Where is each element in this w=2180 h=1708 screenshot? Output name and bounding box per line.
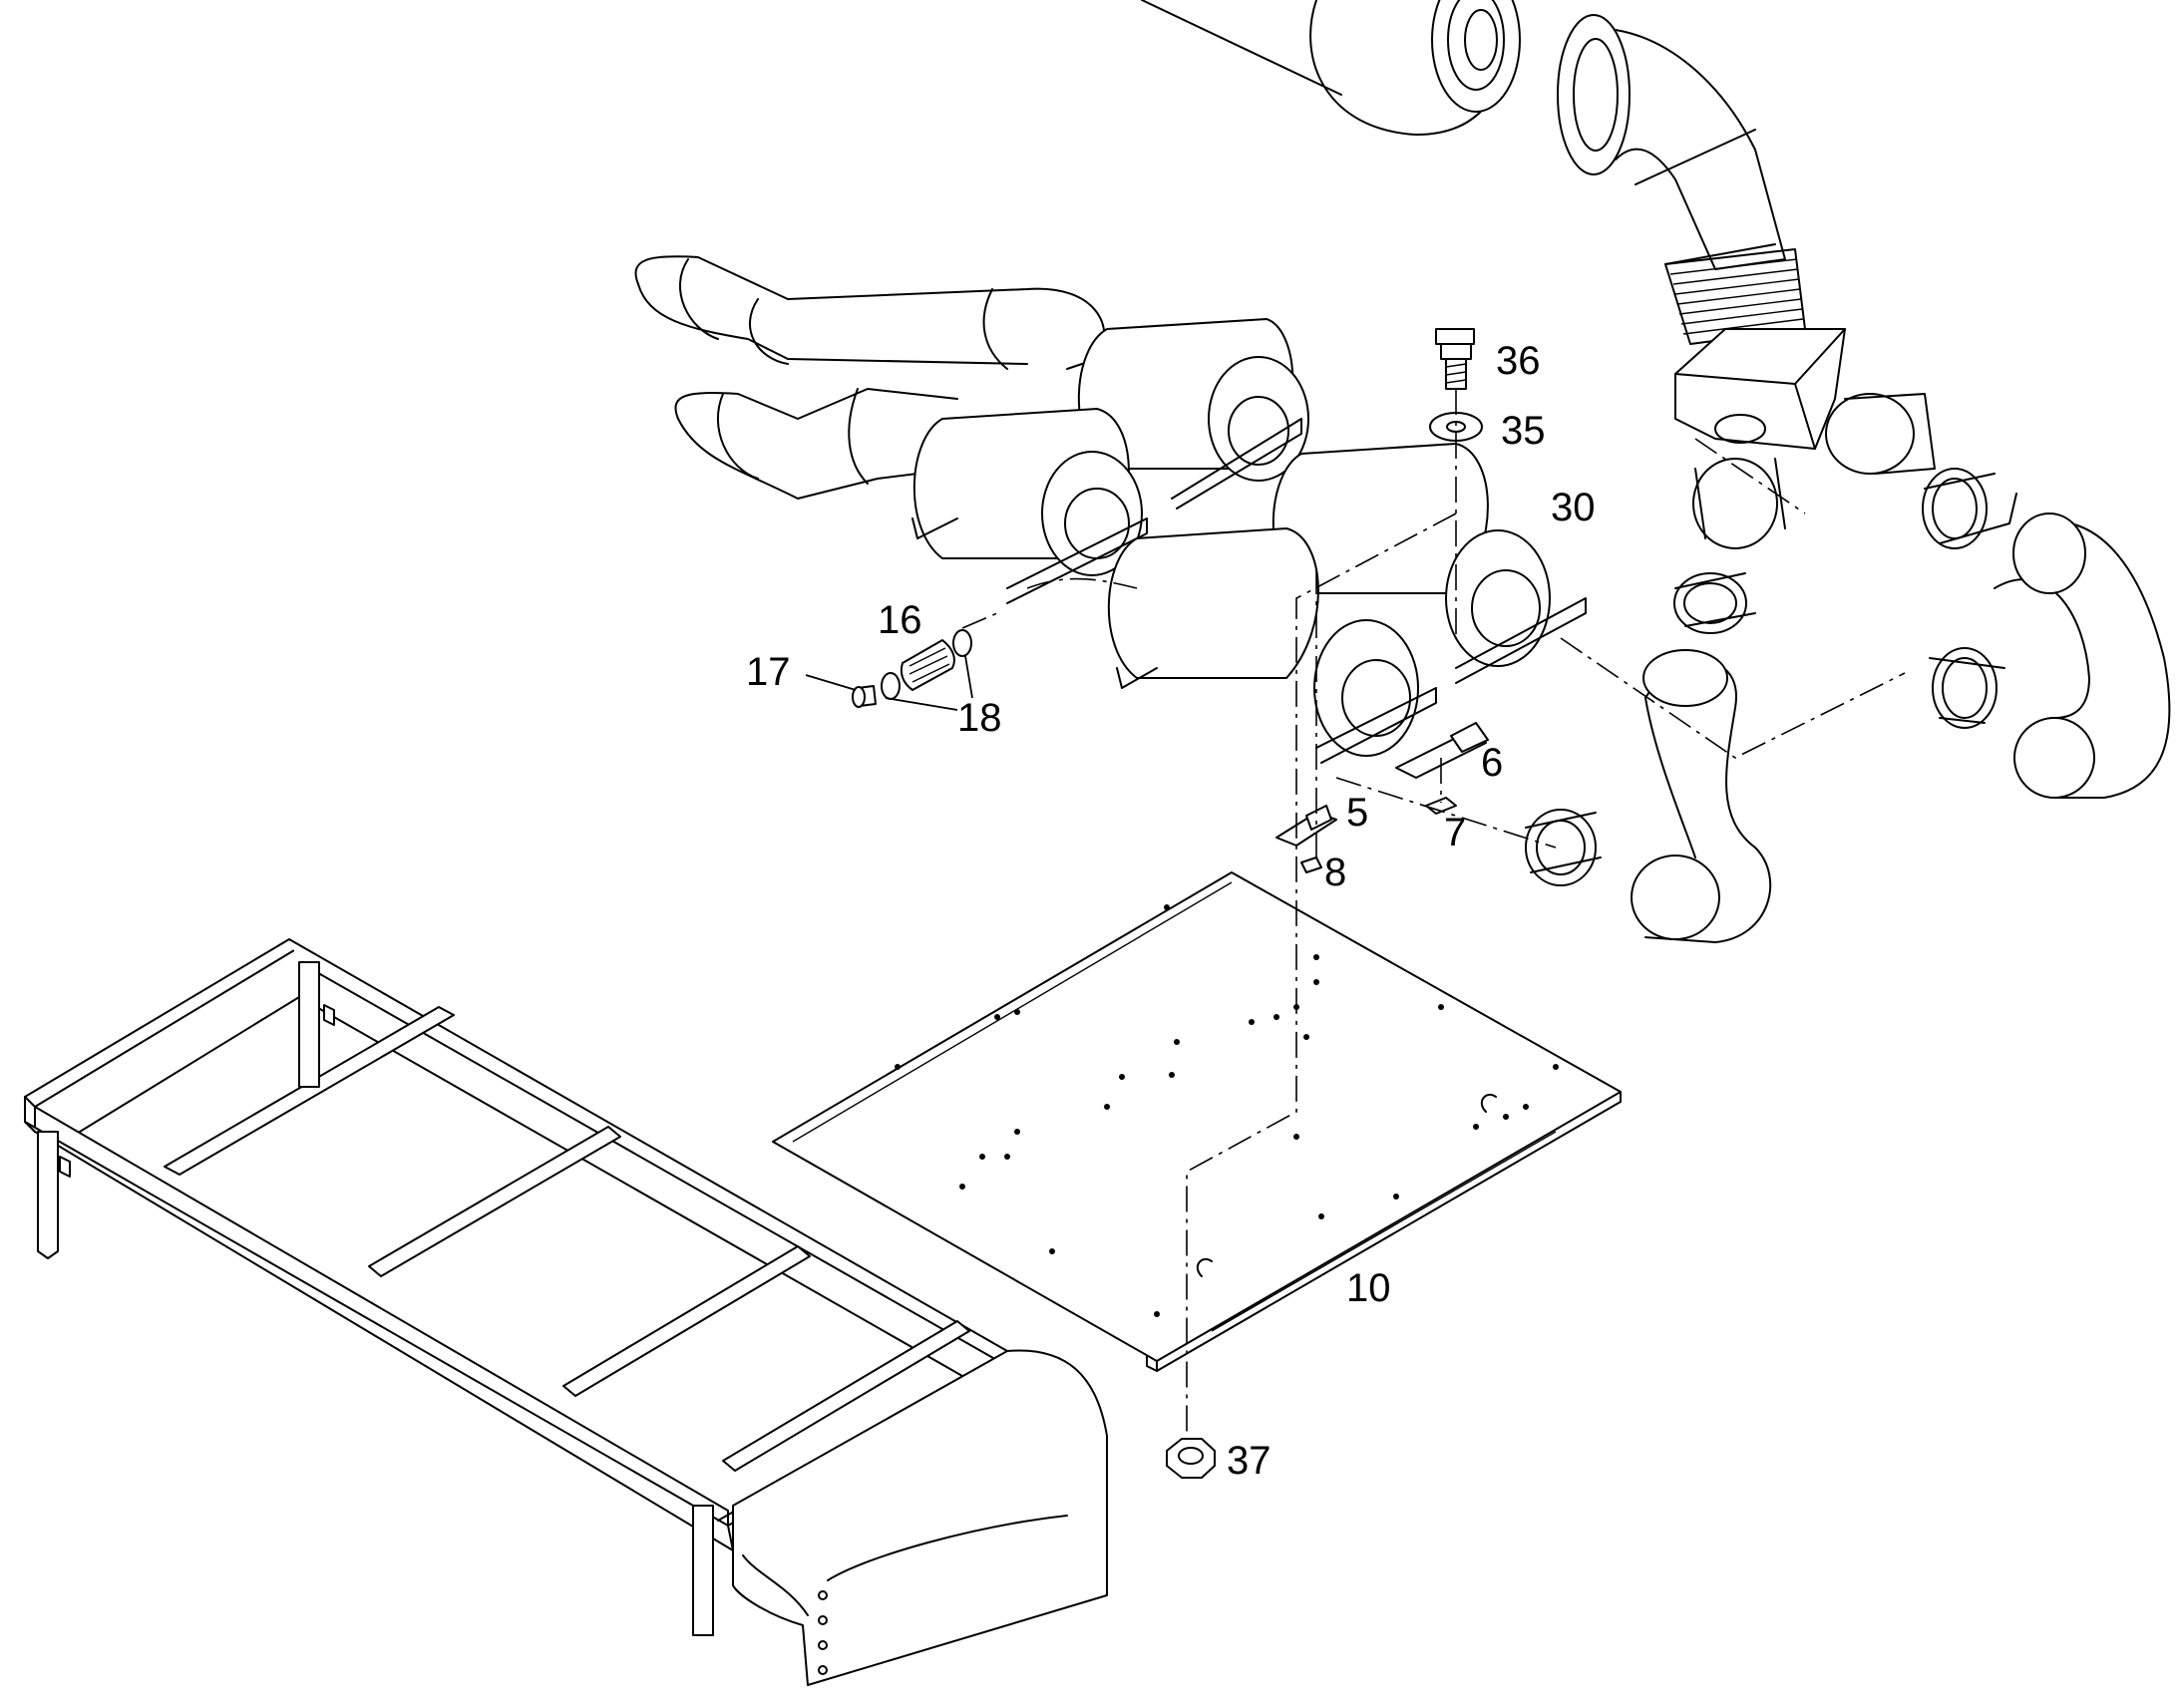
part-10-base-plate: [772, 871, 1622, 1372]
pipe-clamp: [1525, 809, 1602, 886]
callout-7: 7: [1444, 811, 1466, 854]
muffler-front-upper: [1272, 443, 1587, 684]
pipe-clamp: [1929, 647, 2005, 729]
centerlines: [961, 389, 1906, 1436]
callout-16: 16: [878, 598, 922, 642]
pipe-clamp: [1673, 572, 1756, 634]
leader-17: [805, 674, 857, 691]
muffler-rear-lower: [911, 408, 1148, 604]
part-8-shim: [1300, 856, 1322, 873]
callout-17: 17: [746, 650, 791, 694]
callout-5: 5: [1346, 791, 1368, 835]
part-36-bolt: [1435, 328, 1475, 390]
muffler-front-lower: [1107, 527, 1437, 764]
leader-18a: [885, 697, 958, 711]
turbo-housing: [1141, 0, 1521, 136]
callout-18: 18: [957, 696, 1002, 740]
part-17-cap: [852, 685, 877, 708]
callout-8: 8: [1324, 851, 1346, 894]
part-7-shim: [1425, 797, 1457, 815]
lower-enclosure: [732, 1349, 1108, 1686]
callout-36: 36: [1496, 339, 1541, 383]
part-6-bracket: [1395, 722, 1489, 779]
muffler-rear-upper: [1077, 318, 1309, 510]
part-37-nut: [1166, 1438, 1216, 1479]
exhaust-elbow-with-bellows: [1557, 14, 1846, 450]
leader-18b: [964, 655, 973, 699]
part-5-bracket: [1275, 805, 1337, 847]
callout-10: 10: [1346, 1266, 1391, 1310]
right-pipe-branch: [1525, 393, 2171, 943]
callout-6: 6: [1481, 741, 1503, 785]
callout-30: 30: [1551, 486, 1596, 529]
part-16-hose: [900, 639, 955, 691]
pipe-clamp: [1922, 468, 2017, 549]
part-18-clamp: [881, 629, 972, 700]
callout-35: 35: [1501, 409, 1546, 453]
callout-37: 37: [1227, 1439, 1272, 1483]
